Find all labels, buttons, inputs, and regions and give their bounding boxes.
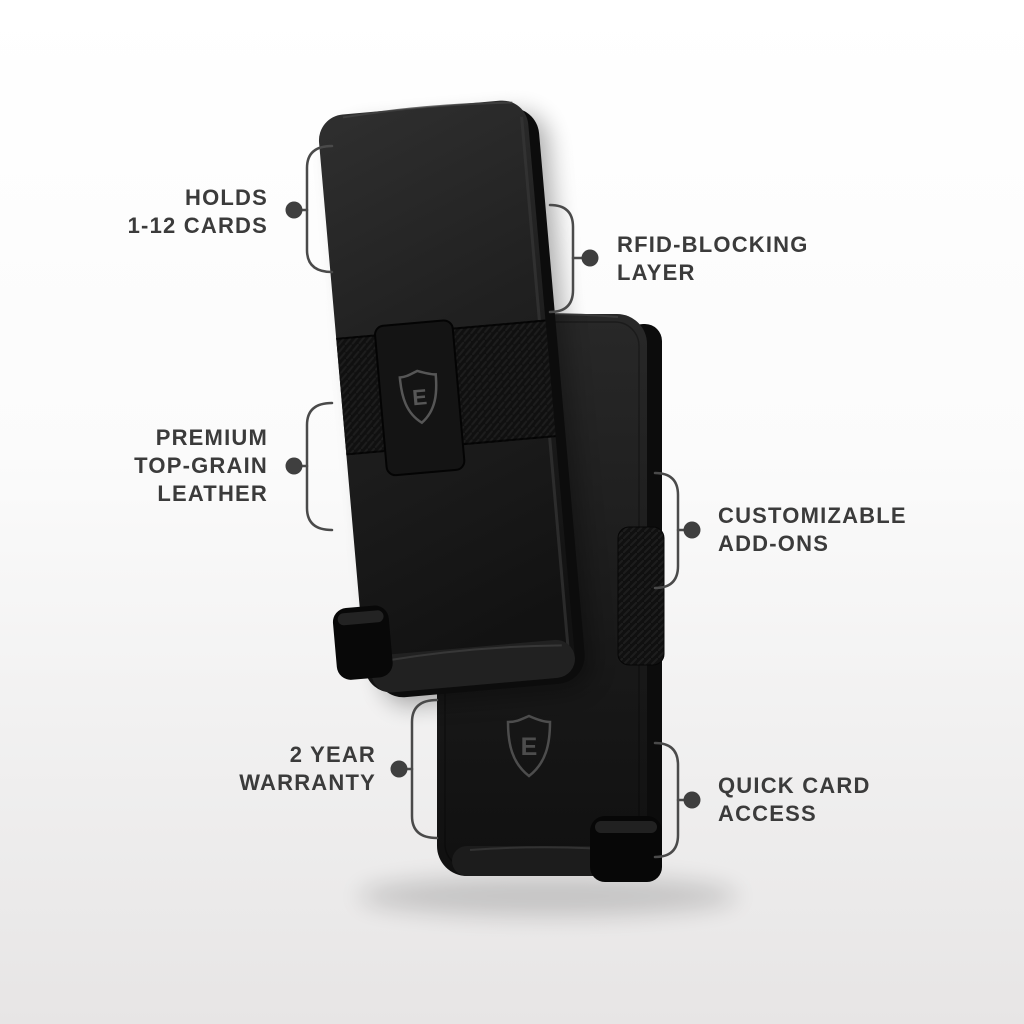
shield-outline <box>398 369 438 425</box>
wallet-front-eject-trigger <box>332 605 393 680</box>
brand-logo-letter: E <box>411 384 428 410</box>
wallet-front-bottom-edge <box>371 639 575 693</box>
wallet-front-strap <box>374 319 466 477</box>
trigger-highlight <box>595 821 657 833</box>
wallet-back-elastic-band <box>617 526 665 666</box>
floor-shadow <box>358 876 738 916</box>
callout-label-warranty: 2 YEAR WARRANTY <box>239 742 376 795</box>
callout-label-premium-leather: PREMIUM TOP-GRAIN LEATHER <box>134 425 268 506</box>
callout-line-premium-leather <box>305 401 334 532</box>
callout-line-warranty <box>410 698 439 840</box>
callout-label-customizable-addons: CUSTOMIZABLE ADD-ONS <box>718 503 907 556</box>
callout-dots <box>285 201 701 809</box>
trigger-highlight <box>337 610 384 626</box>
brand-logo-letter: E <box>521 733 538 761</box>
wallet-front-top-highlight <box>342 101 513 119</box>
wallet-front-bottom-highlight <box>384 644 562 662</box>
callout-label-holds-cards: HOLDS 1-12 CARDS <box>127 185 268 238</box>
callout-label-quick-access: QUICK CARD ACCESS <box>718 773 871 826</box>
callout-dot-holds-cards <box>285 201 303 219</box>
callout-dot-rfid-blocking <box>581 249 599 267</box>
wallet-front: E <box>318 100 594 705</box>
callout-dot-warranty <box>390 760 408 778</box>
shield-outline <box>506 714 552 778</box>
brand-shield-icon: E <box>506 714 552 778</box>
callout-label-rfid-blocking: RFID-BLOCKING LAYER <box>617 232 809 285</box>
callout-dot-quick-access <box>683 791 701 809</box>
callout-dot-premium-leather <box>285 457 303 475</box>
wallet-back-eject-trigger <box>590 816 662 882</box>
callout-dot-customizable-addons <box>683 521 701 539</box>
brand-shield-icon: E <box>398 369 438 425</box>
